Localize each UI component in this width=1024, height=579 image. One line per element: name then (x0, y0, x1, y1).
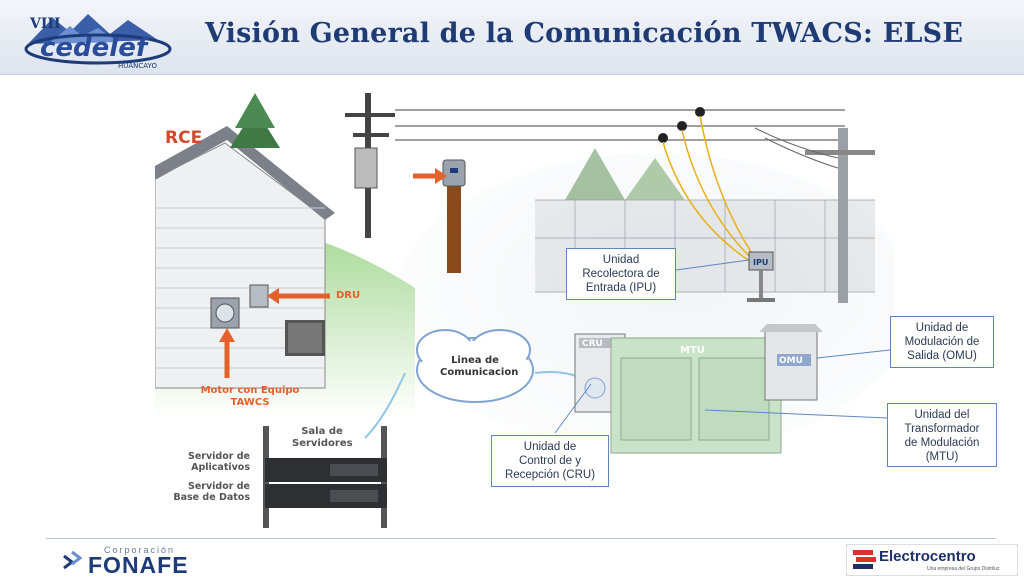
motor-label: Motor con Equipo TAWCS (200, 385, 300, 408)
callout-line: Unidad de (523, 441, 577, 453)
rce-label: RCE (165, 128, 203, 148)
header-bar: VIII cedelef HUANCAYO Visión General de … (0, 0, 1024, 75)
ipu-callout: Unidad Recolectora de Entrada (IPU) (566, 248, 676, 300)
callout-line: Transformador (904, 423, 980, 435)
callout-line: Unidad del (914, 409, 970, 421)
omu-unit: OMU (759, 324, 823, 401)
cru-callout: Unidad de Control de y Recepción (CRU) (491, 435, 609, 487)
footer-divider (46, 538, 996, 539)
fonafe-logo (63, 550, 83, 570)
omu-tag: OMU (779, 356, 803, 366)
page-title: Visión General de la Comunicación TWACS:… (205, 18, 964, 49)
callout-line: Entrada (IPU) (585, 282, 657, 294)
utility-pole-right (754, 127, 875, 303)
callout-line: Unidad de (915, 322, 969, 334)
callout-line: Recepción (CRU) (504, 469, 596, 481)
callout-line: (MTU) (925, 451, 959, 463)
mtu-unit: MTU (610, 337, 782, 454)
callout-line: Salida (OMU) (907, 350, 977, 362)
cru-tag: CRU (582, 339, 603, 349)
omu-callout: Unidad de Modulación de Salida (OMU) (890, 316, 994, 368)
chevron-right-icon (63, 554, 75, 570)
callout-line: de Modulación (904, 437, 980, 449)
callout-line: Unidad (602, 254, 640, 266)
app-server-label: Servidor de Aplicativos (188, 451, 250, 473)
twacs-diagram: IPU CRU MTU (155, 88, 895, 533)
communication-cloud (364, 329, 596, 439)
server-rack (263, 426, 387, 528)
electrocentro-name: Electrocentro (879, 548, 976, 565)
dru-label: DRU (336, 290, 361, 301)
arrow-icon (219, 328, 235, 342)
ipu-unit: IPU (747, 251, 775, 302)
logo-city: HUANCAYO (118, 62, 157, 70)
ipu-tag: IPU (753, 258, 768, 267)
cloud-label: Linea de Comunicacion (440, 355, 519, 378)
house (155, 93, 335, 389)
callout-pointers (554, 259, 891, 434)
callout-line: Recolectora de (582, 268, 660, 280)
callout-line: Control de y (518, 455, 581, 467)
fonafe-corporacion: Corporación (104, 545, 176, 555)
logo-wordmark: cedelef (40, 33, 151, 63)
current-sensors (658, 107, 756, 263)
logo-numeral: VIII (29, 16, 61, 32)
mtu-callout: Unidad del Transformador de Modulación (… (887, 403, 997, 467)
electrocentro-emblem-icon (853, 550, 876, 569)
diagram-illustration: IPU CRU MTU (155, 93, 895, 528)
mtu-tag: MTU (680, 345, 705, 356)
wooden-pole (413, 159, 466, 273)
fonafe-name: FONAFE (88, 552, 189, 578)
callout-line: Modulación de (904, 336, 980, 348)
power-lines (395, 109, 845, 141)
utility-pole-left (345, 93, 395, 238)
cedelef-logo: VIII cedelef HUANCAYO (24, 14, 172, 70)
server-room-label: Sala de Servidores (292, 426, 353, 449)
arrow-icon (435, 168, 447, 184)
db-server-label: Servidor de Base de Datos (173, 481, 250, 503)
electrocentro-tagline: Una empresa del Grupo Distriluz (927, 566, 1000, 572)
arrow-icon (267, 288, 279, 304)
